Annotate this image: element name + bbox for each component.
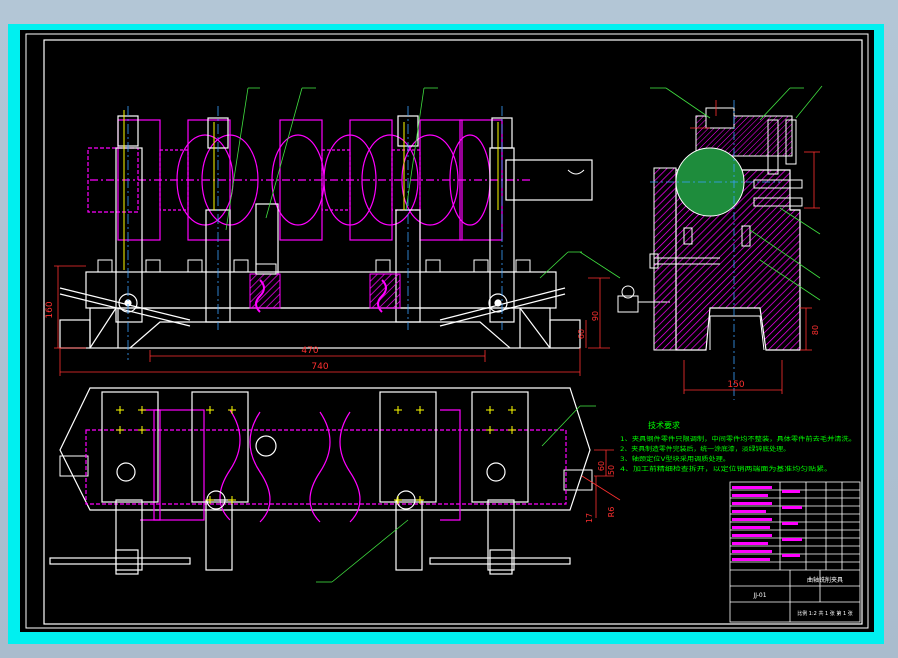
dim-plan-r6: R6 <box>607 507 616 518</box>
front-dimensions <box>54 265 610 376</box>
dim-90: 90 <box>591 311 600 321</box>
sheet-border-outer <box>25 33 869 629</box>
side-view: 80 150 <box>649 85 823 400</box>
plan-outline <box>59 387 591 511</box>
notes-heading: 技术要求 <box>648 420 680 430</box>
plan-dimensions <box>581 449 621 518</box>
dim-160: 160 <box>45 301 55 318</box>
notes-line-1: 1、夹具钢件零件只限调制，中间零件均不整装，具体零件前去毛并清洗。 <box>620 435 856 443</box>
plan-clamps <box>49 391 571 575</box>
cam-handles <box>59 287 566 327</box>
front-leaders <box>225 87 621 279</box>
title-block-drawing-no: JJ-01 <box>752 592 766 599</box>
dim-60: 60 <box>577 329 586 339</box>
shaft-end <box>505 159 593 201</box>
side-dimensions <box>683 100 820 394</box>
fixture-base <box>59 271 581 349</box>
notes-line-2: 2、夹具制造零件完装后，统一涂底漆，淡绿锌底处理。 <box>620 445 790 453</box>
side-leaders <box>650 85 823 301</box>
yellow-studs <box>123 110 499 270</box>
plan-crosses <box>116 406 516 504</box>
side-cutout <box>709 315 765 351</box>
dim-plan-17: 17 <box>585 513 594 523</box>
shaft-keyway <box>567 169 585 175</box>
notes-line-4: 4、加工前精细检查拆开，以定位销两端面为基准均匀贴紧。 <box>620 465 832 473</box>
title-block-name: 曲轴铣削夹具 <box>807 576 843 584</box>
plan-view: 60 50 17 R6 <box>49 387 621 583</box>
engineering-drawing: 470 740 160 90 60 <box>25 33 869 629</box>
drawing-sheet: 470 740 160 90 60 <box>20 30 874 632</box>
crankshaft-plan <box>85 409 567 523</box>
side-bolts <box>649 119 803 269</box>
plan-slot-right <box>563 469 593 491</box>
sheet-border-inner <box>43 39 863 625</box>
crankshaft-front <box>87 119 530 241</box>
title-block-fills <box>732 486 802 561</box>
dim-plan-60: 60 <box>597 461 606 471</box>
dim-side-80: 80 <box>811 325 820 335</box>
wavy-support-1 <box>255 279 265 313</box>
front-centerlines <box>127 106 503 360</box>
notes-line-3: 3、轴颈定位V型块采用调质处理。 <box>620 455 730 463</box>
side-top-cap <box>705 107 735 129</box>
dim-side-150: 150 <box>727 380 744 390</box>
dim-plan-50: 50 <box>607 465 616 475</box>
front-view: 470 740 160 90 60 <box>45 87 670 376</box>
base-section-1 <box>249 273 281 309</box>
dim-740: 740 <box>311 362 328 372</box>
technical-notes: 技术要求 1、夹具钢件零件只限调制，中间零件均不整装，具体零件前去毛并清洗。 2… <box>620 420 856 473</box>
title-block-footer: 比例 1:2 共 1 张 第 1 张 <box>797 610 853 617</box>
dim-470: 470 <box>301 346 318 356</box>
plan-slot-left <box>59 455 89 477</box>
side-left-plate <box>653 167 677 351</box>
base-nuts <box>97 259 531 275</box>
wavy-support-2 <box>377 279 387 313</box>
plan-leaders <box>316 405 596 583</box>
